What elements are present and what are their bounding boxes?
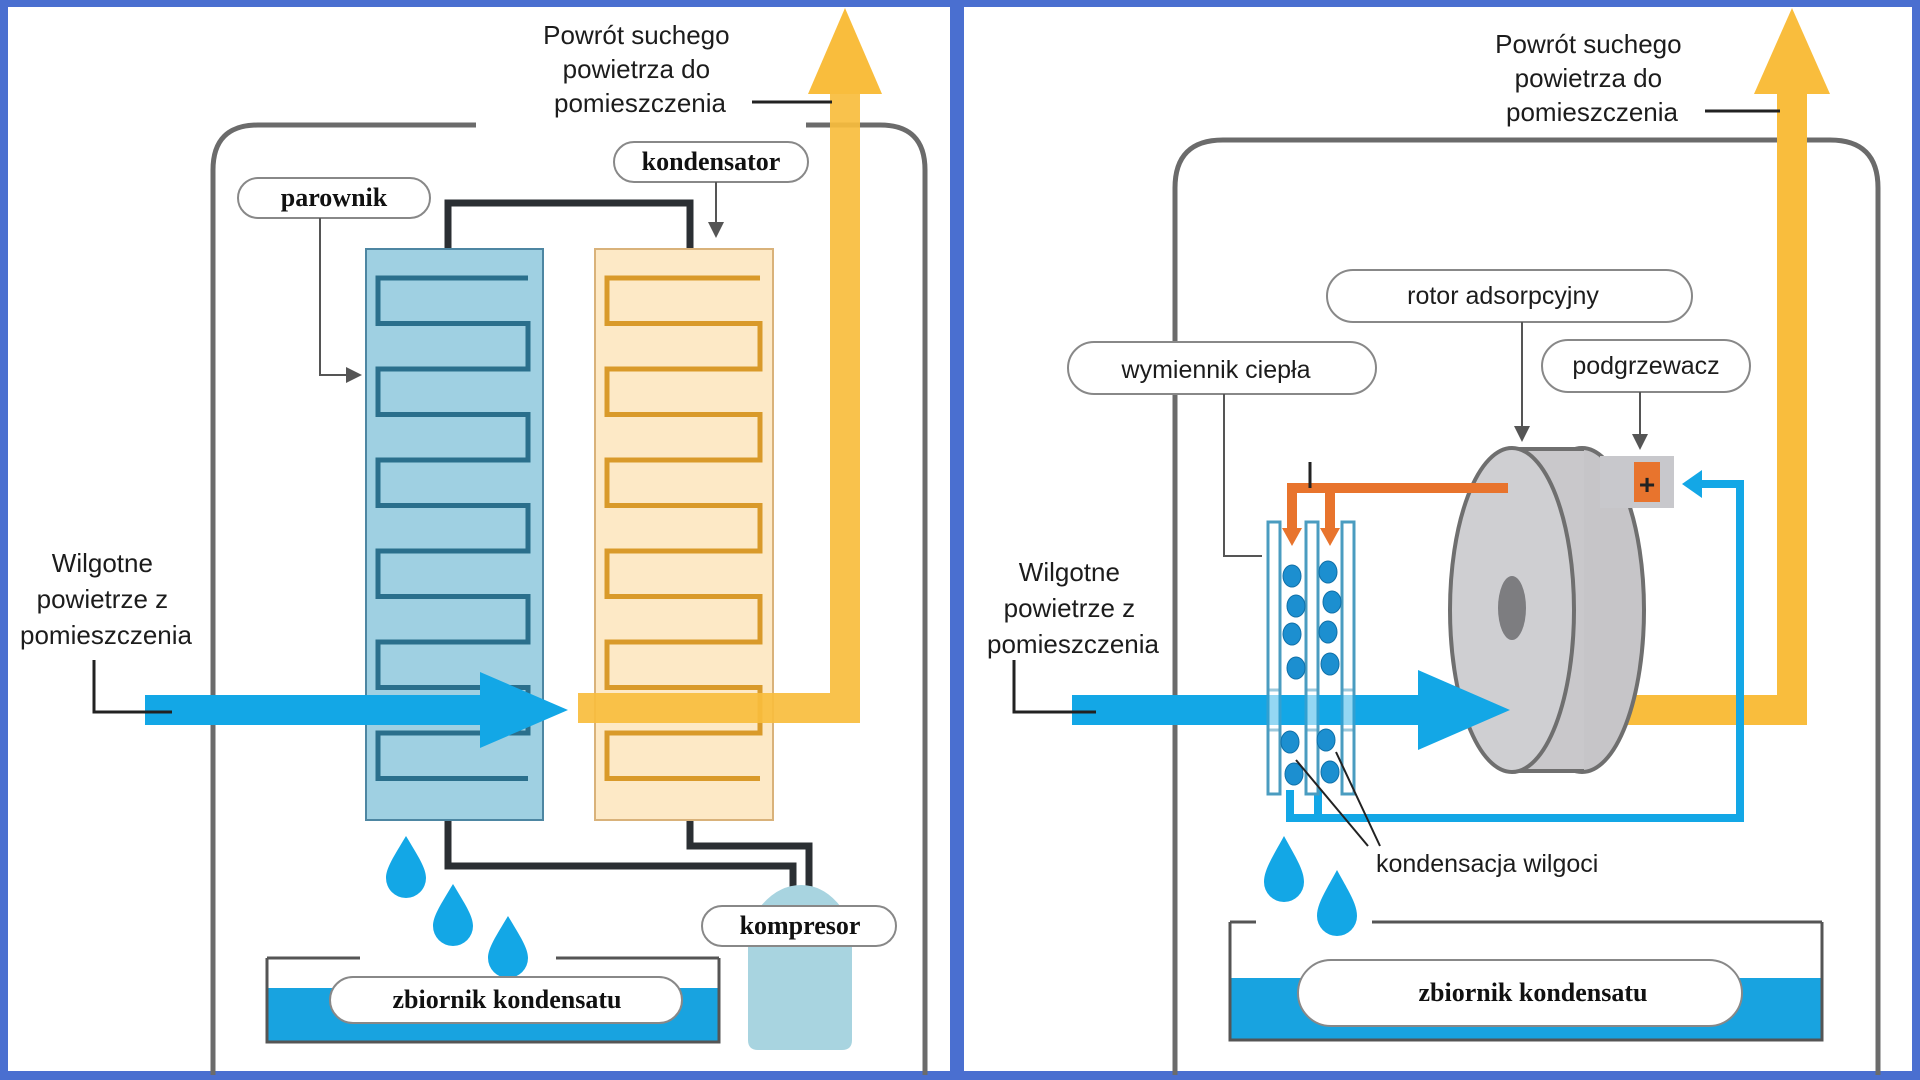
- condensation-leader: [1295, 759, 1369, 847]
- heater-label-box: [1541, 339, 1751, 393]
- moisture-bubble: [1316, 728, 1336, 752]
- humid-air-leader: [1012, 660, 1096, 714]
- moisture-bubble: [1280, 730, 1300, 754]
- tank-label-box: [1297, 959, 1743, 1027]
- pipe-bottom-condenser: [686, 820, 813, 888]
- moisture-bubble: [1320, 652, 1340, 676]
- heat-exchanger-leader: [1223, 394, 1262, 557]
- tank-label: zbiornik kondensatu: [1418, 978, 1647, 1007]
- hot-air-flow: [1287, 483, 1508, 530]
- dry-air-flow: [578, 85, 860, 723]
- rotor-label: rotor adsorpcyjny: [1407, 282, 1599, 310]
- rotor-label-box: [1326, 269, 1693, 323]
- humid-air-arrowhead: [1418, 670, 1510, 750]
- pipe-bottom-evaporator: [444, 820, 797, 888]
- dry-air-arrowhead: [808, 8, 882, 94]
- moisture-bubble: [1320, 760, 1340, 784]
- regeneration-arrowhead: [1682, 470, 1702, 498]
- humid-air-label: Wilgotne powietrze z pomieszczenia: [987, 557, 1160, 659]
- return-air-label: Powrót suchego powietrza do pomieszczeni…: [543, 20, 737, 118]
- compressor-dehumidifier-diagram: Wilgotne powietrze z pomieszczenia Powró…: [20, 8, 928, 1075]
- drop-icon: [1317, 870, 1357, 936]
- casing-outline: [1172, 137, 1881, 1075]
- drop-icon: [433, 884, 473, 946]
- moisture-bubble: [1318, 560, 1338, 584]
- moisture-bubble: [1282, 622, 1302, 646]
- dry-air-arrowhead: [1754, 8, 1830, 94]
- heater-plus-icon: +: [1639, 469, 1655, 500]
- pipe-top: [444, 199, 694, 249]
- heater-label: podgrzewacz: [1572, 352, 1719, 380]
- compressor-label-box: [701, 905, 897, 947]
- dry-air-flow: [1620, 80, 1807, 725]
- right-panel: [964, 7, 1912, 1071]
- tank-label-box: [329, 976, 683, 1024]
- tank-outline: [1228, 922, 1824, 1042]
- adsorption-dehumidifier-diagram: + Wilgotne powietrze z pomieszczenia Pow…: [987, 8, 1881, 1075]
- moisture-bubble: [1282, 564, 1302, 588]
- moisture-bubbles: [1280, 560, 1342, 786]
- drop-icon: [1264, 836, 1304, 902]
- heat-exchanger-label: wymiennik ciepła: [1121, 356, 1311, 384]
- condenser-body: [594, 248, 774, 821]
- return-air-label: Powrót suchego powietrza do pomieszczeni…: [1495, 29, 1689, 127]
- compressor-label: kompresor: [740, 911, 861, 940]
- casing-gap: [476, 118, 806, 132]
- condensation-label: kondensacja wilgoci: [1376, 850, 1598, 878]
- exchanger-plate: [1304, 520, 1320, 796]
- regeneration-air-loop: [1286, 480, 1744, 822]
- heat-exchanger-label-box: [1067, 341, 1377, 395]
- condensation-leader: [1335, 751, 1381, 847]
- humid-air-arrowhead: [480, 672, 568, 748]
- moisture-bubble: [1322, 590, 1342, 614]
- water-drops: [386, 836, 528, 978]
- heater-element: [1634, 462, 1660, 502]
- moisture-bubble: [1284, 762, 1304, 786]
- exchanger-plate: [1340, 520, 1356, 796]
- evaporator-label-box: [237, 177, 431, 219]
- humid-air-flow: [145, 695, 485, 725]
- heat-exchanger: [1266, 520, 1356, 796]
- moisture-bubble: [1286, 594, 1306, 618]
- evaporator-label: parownik: [281, 183, 388, 212]
- humid-air-leader: [92, 660, 172, 714]
- exchanger-plate: [1266, 520, 1282, 796]
- condenser-label: kondensator: [642, 147, 781, 176]
- moisture-bubble: [1318, 620, 1338, 644]
- tank-outline: [265, 958, 721, 1044]
- hot-air-arrowhead: [1282, 528, 1302, 546]
- evaporator-leader: [319, 218, 362, 383]
- hot-air-arrowhead: [1320, 528, 1340, 546]
- humid-air-label: Wilgotne powietrze z pomieszczenia: [20, 548, 193, 650]
- water-drops: [1264, 836, 1357, 936]
- tank-label: zbiornik kondensatu: [392, 985, 621, 1014]
- adsorption-rotor: [1448, 446, 1646, 774]
- heat-exchanger-overlay: [1266, 688, 1356, 732]
- moisture-bubble: [1286, 656, 1306, 680]
- rotor-hub: [1498, 576, 1526, 640]
- humid-air-flow: [1072, 695, 1432, 725]
- drop-icon: [386, 836, 426, 898]
- drop-icon: [488, 916, 528, 978]
- condenser-label-box: [613, 141, 809, 183]
